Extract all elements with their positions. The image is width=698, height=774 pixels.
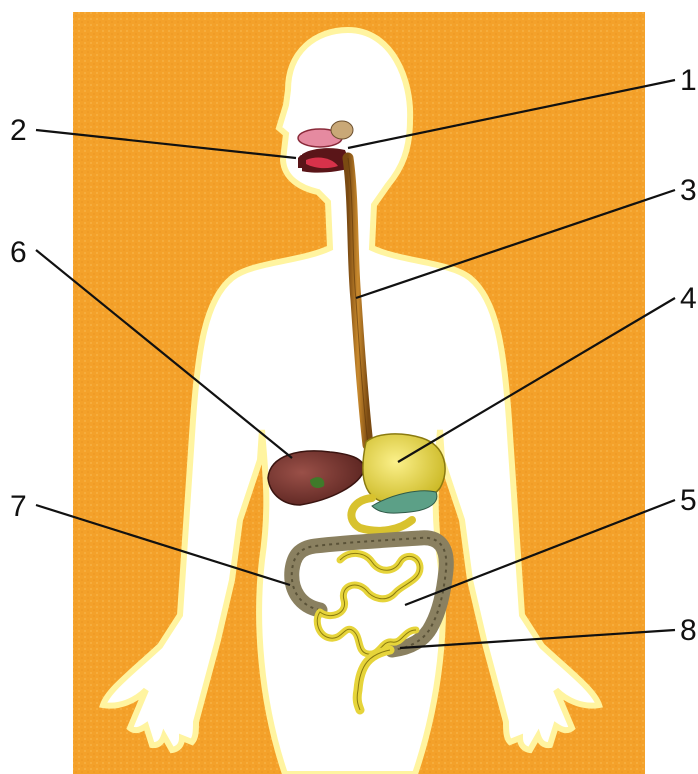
label-1: 1 [680, 64, 697, 97]
label-6: 6 [10, 236, 27, 269]
label-3: 3 [680, 174, 697, 207]
label-5: 5 [680, 484, 697, 517]
label-4: 4 [680, 282, 697, 315]
label-8: 8 [680, 614, 697, 647]
label-7: 7 [10, 490, 27, 523]
label-2: 2 [10, 114, 27, 147]
